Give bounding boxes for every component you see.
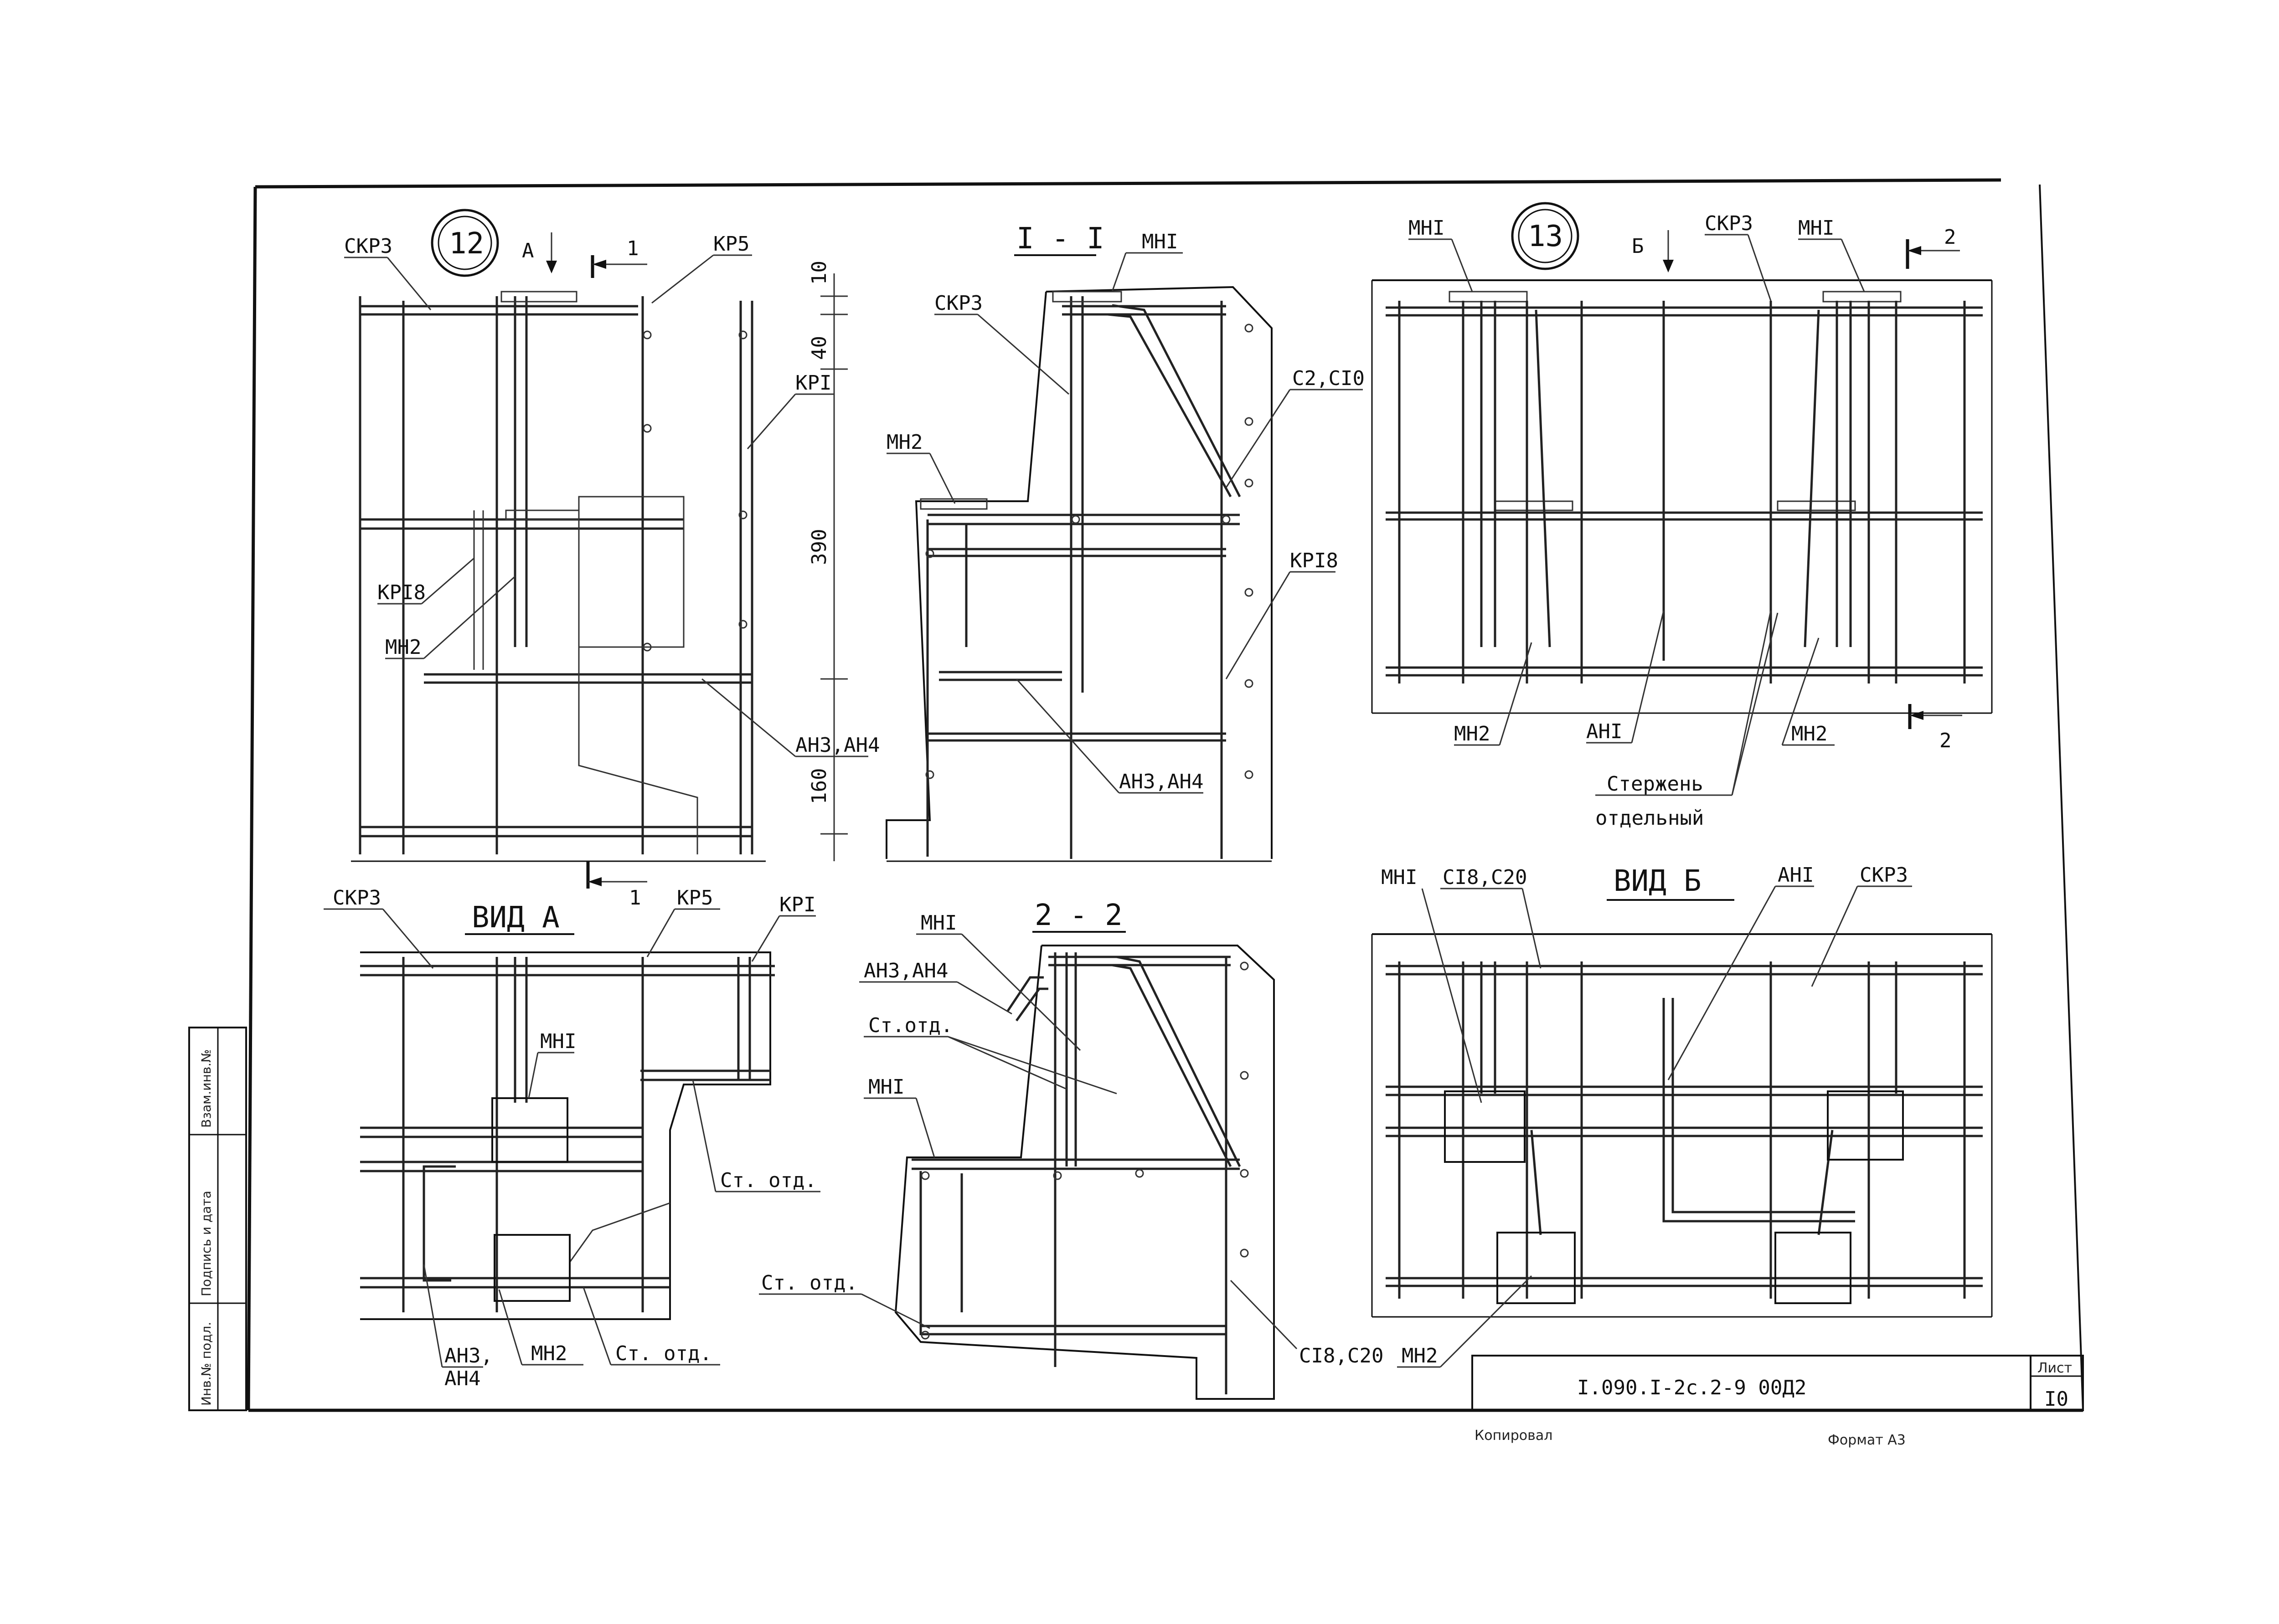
dim-160: 160 <box>808 768 831 804</box>
detail-12: 12 А 1 <box>344 209 880 910</box>
label-13-mn1-left: МНI <box>1408 216 1444 240</box>
label-va-mn1: МНI <box>540 1030 576 1053</box>
detail-12-number: 12 <box>449 227 484 261</box>
stamp-replace-label: Взам.инв.№ <box>199 1049 214 1128</box>
label-22-c18c20: СI8,С20 <box>1299 1344 1383 1367</box>
detail-13: 13 Б 2 МНI <box>1371 202 1993 830</box>
label-1-1-c2c10: С2,СI0 <box>1292 367 1365 390</box>
label-vb-skr3: СКР3 <box>1860 863 1908 887</box>
dim-10: 10 <box>808 261 831 285</box>
label-mn2: МН2 <box>385 636 421 659</box>
label-kr1: КРI <box>795 371 831 395</box>
label-vb-mn1: МНI <box>1381 866 1417 889</box>
label-22-st-otd: Ст.отд. <box>868 1014 953 1037</box>
label-vb-c18c20: СI8,С20 <box>1443 866 1527 889</box>
label-1-1-mn1: МНI <box>1142 230 1178 253</box>
label-1-1-mn2: МН2 <box>887 431 923 454</box>
label-va-kr1: КРI <box>779 893 815 916</box>
label-skr3: СКР3 <box>344 235 392 258</box>
view-b-marker: Б <box>1632 235 1644 258</box>
label-13-an1: АНI <box>1586 720 1622 743</box>
label-22-an34: АН3,АН4 <box>864 959 948 982</box>
view-a: ВИД А СКР3 КР5 КРI МНI Ст. отд. АН3, <box>324 886 820 1390</box>
detail-13-number: 13 <box>1528 220 1563 253</box>
stamp-sign-label: Подпись и дата <box>199 1191 214 1296</box>
dim-40: 40 <box>808 336 831 360</box>
view-b-title: ВИД Б <box>1614 864 1702 898</box>
label-13-rod-1: Стержень <box>1607 772 1703 796</box>
section-1-1: I - I МНI СКР3 С2,СI0 МН2 <box>886 222 1365 862</box>
label-13-mn2-right: МН2 <box>1791 722 1827 745</box>
view-a-marker: А <box>522 239 534 262</box>
label-1-1-kr18: КРI8 <box>1290 549 1338 572</box>
stamp-inv-label: Инв.№ подл. <box>199 1322 214 1406</box>
label-va-kr5: КР5 <box>677 886 713 910</box>
drawing-code: I.090.I-2с.2-9 00Д2 <box>1577 1376 1806 1399</box>
section-1-marker: 1 <box>627 237 639 260</box>
section-2-2: 2 - 2 МНI АН3,АН4 Ст.отд. МНI Ст. отд. С… <box>759 899 1383 1400</box>
label-13-skr3: СКР3 <box>1705 212 1753 235</box>
label-13-mn1-right: МНI <box>1798 216 1834 240</box>
label-va-st-otd-bottom: Ст. отд. <box>615 1342 712 1365</box>
section-1-1-title: I - I <box>1016 222 1104 256</box>
label-va-mn2: МН2 <box>531 1342 567 1365</box>
sheet-number: I0 <box>2044 1388 2068 1411</box>
label-vb-mn2: МН2 <box>1402 1344 1438 1367</box>
sheet-label: Лист <box>2037 1360 2072 1376</box>
label-22-mn1-top: МНI <box>921 911 957 935</box>
label-va-st-otd-right: Ст. отд. <box>720 1169 817 1192</box>
label-13-rod-2: отдельный <box>1595 807 1704 830</box>
label-an34: АН3,АН4 <box>795 734 880 757</box>
label-kr18: КРI8 <box>377 581 426 604</box>
title-block: I.090.I-2с.2-9 00Д2 Лист I0 <box>1471 1355 2084 1411</box>
label-1-1-an34: АН3,АН4 <box>1119 770 1203 793</box>
sheet-frame <box>247 178 2084 1412</box>
footer-format: Формат А3 <box>1828 1432 1906 1448</box>
label-1-1-skr3: СКР3 <box>934 292 983 315</box>
label-22-mn1-left: МНI <box>868 1075 904 1099</box>
side-stamp: Инв.№ подл. Подпись и дата Взам.инв.№ <box>188 1027 247 1411</box>
label-kr5: КР5 <box>713 232 749 256</box>
label-va-an3: АН3, <box>444 1344 493 1367</box>
section-1-marker-bottom: 1 <box>629 886 641 910</box>
label-vb-an1: АНI <box>1778 863 1814 887</box>
view-a-title: ВИД А <box>472 901 560 935</box>
label-va-skr3: СКР3 <box>333 886 381 910</box>
label-13-mn2-left: МН2 <box>1454 722 1490 745</box>
view-b: ВИД Б МНI СI8,С20 АНI <box>1371 863 1993 1368</box>
label-22-st-otd-left: Ст. отд. <box>761 1271 858 1295</box>
dim-390: 390 <box>808 529 831 565</box>
label-va-an4: АН4 <box>444 1367 480 1390</box>
section-2-marker-bottom: 2 <box>1939 729 1952 752</box>
footer-copied: Копировал <box>1475 1428 1552 1444</box>
section-2-marker: 2 <box>1944 226 1956 249</box>
section-2-2-title: 2 - 2 <box>1035 899 1123 932</box>
